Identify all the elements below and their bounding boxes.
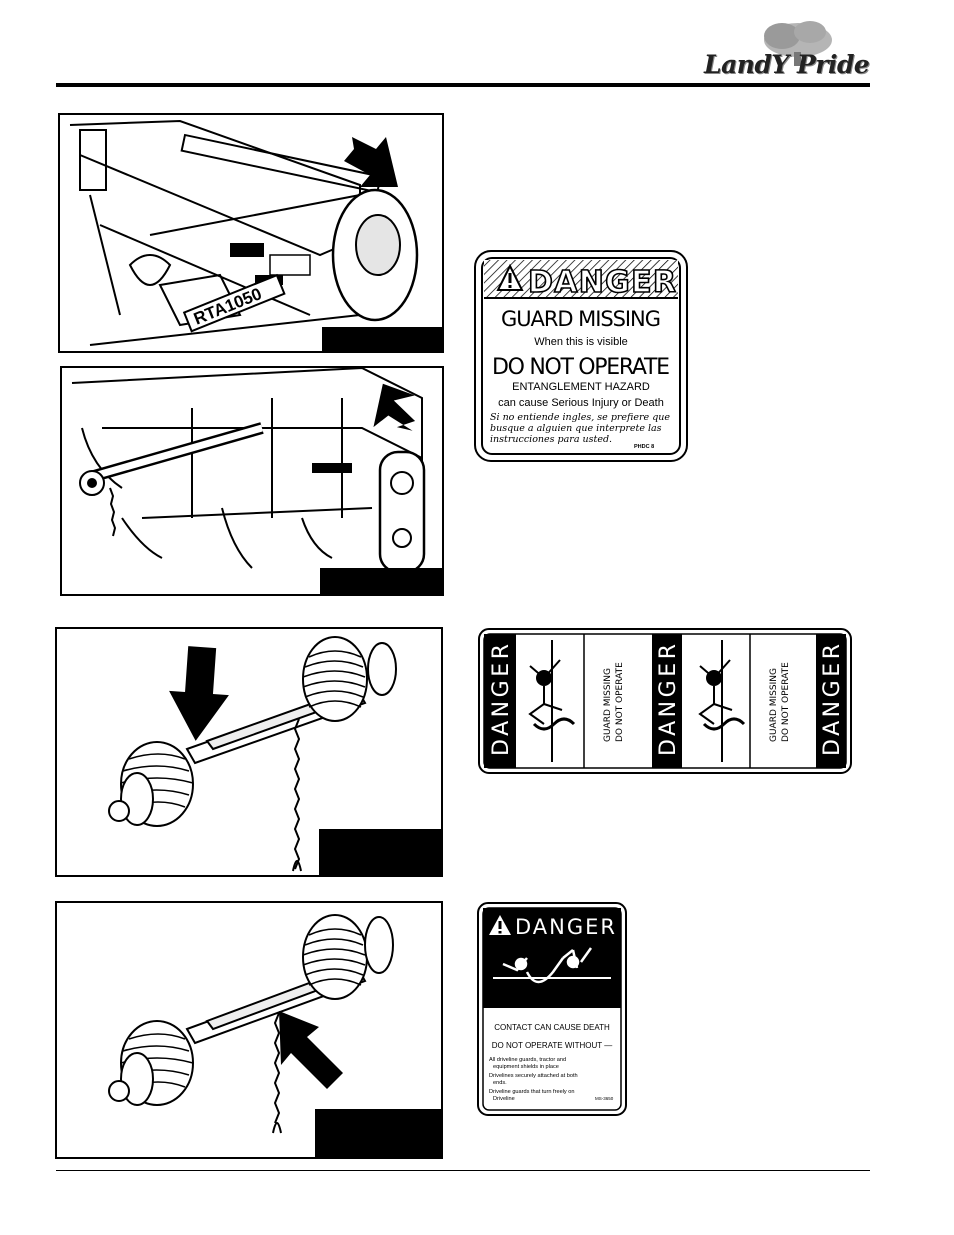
figure-driveline-1 [55,627,443,877]
decal-title: DANGER [528,265,676,300]
arrow-icon [373,383,416,431]
warning-triangle-icon [496,263,524,291]
decal-line: can cause Serious Injury or Death [498,397,664,409]
arrow-icon [344,137,398,187]
figure-driveline-2 [55,901,443,1159]
tiller-illustration: RTA1050 [69,119,419,346]
decal-bullet: Driveline [493,1096,515,1102]
figure-label-tab [315,1109,441,1157]
danger-panel: DANGER [484,634,516,768]
figure-label-tab [322,327,442,351]
decal-line: CONTACT CAN CAUSE DEATH [494,1023,610,1032]
decal-strip: DANGER DANGER DANGER GUARD MISSING DO NO… [478,628,852,774]
figure-label-tab [319,829,441,875]
tiller-rear-illustration [71,368,426,574]
decal-bullet: ends. [493,1080,507,1086]
driveline-illustration [108,914,394,1134]
danger-panel: DANGER [816,634,846,768]
decal-spanish: instrucciones para usted. [490,434,612,445]
decal-line: ENTANGLEMENT HAZARD [512,381,650,393]
logo-wordmark: LandY Pride [704,50,870,79]
tree-icon [764,21,832,66]
decal-line: GUARD MISSING [501,307,661,331]
strip-line: GUARD MISSING [603,668,613,742]
warning-triangle-icon [489,915,511,935]
decal-contact: DANGER CONTACT CAN CAUSE DEATH DO NOT OP… [477,902,627,1116]
decal-line: When this is visible [534,336,628,348]
figure-tiller-top: RTA1050 [58,113,444,353]
decal-line: DO NOT OPERATE [492,355,670,380]
decal-code: MS-3650 [595,1096,614,1101]
arrow-icon [279,1011,343,1089]
footer-rule [56,1170,870,1171]
landpride-logo: LandY Pride [700,18,872,82]
danger-panel: DANGER [652,634,682,768]
decal-line: DO NOT OPERATE WITHOUT — [492,1041,612,1050]
strip-line: DO NOT OPERATE [781,662,791,742]
arrow-icon [169,646,229,741]
strip-line: GUARD MISSING [769,668,779,742]
decal-code: PHDC 8 [634,444,654,450]
decal-bullet: Driveline guards that turn freely on [489,1089,575,1095]
decal-spanish: Si no entiende ingles, se prefiere que [490,412,670,423]
decal-guard-missing: DANGER GUARD MISSING When this is visibl… [474,250,688,462]
decal-bullet: equipment shields in place [493,1064,559,1070]
figure-label-tab [320,568,442,594]
driveline-illustration [108,636,397,872]
entanglement-pictogram-icon [493,947,611,984]
decal-spanish: busque a alguien que interprete las [490,423,662,434]
decal-bullet: All driveline guards, tractor and [489,1057,566,1063]
strip-line: DO NOT OPERATE [615,662,625,742]
header-rule [56,83,870,87]
figure-tiller-rear [60,366,444,596]
decal-bullet: Drivelines securely attached at both [489,1073,578,1079]
entanglement-pictogram-icon [528,640,746,762]
